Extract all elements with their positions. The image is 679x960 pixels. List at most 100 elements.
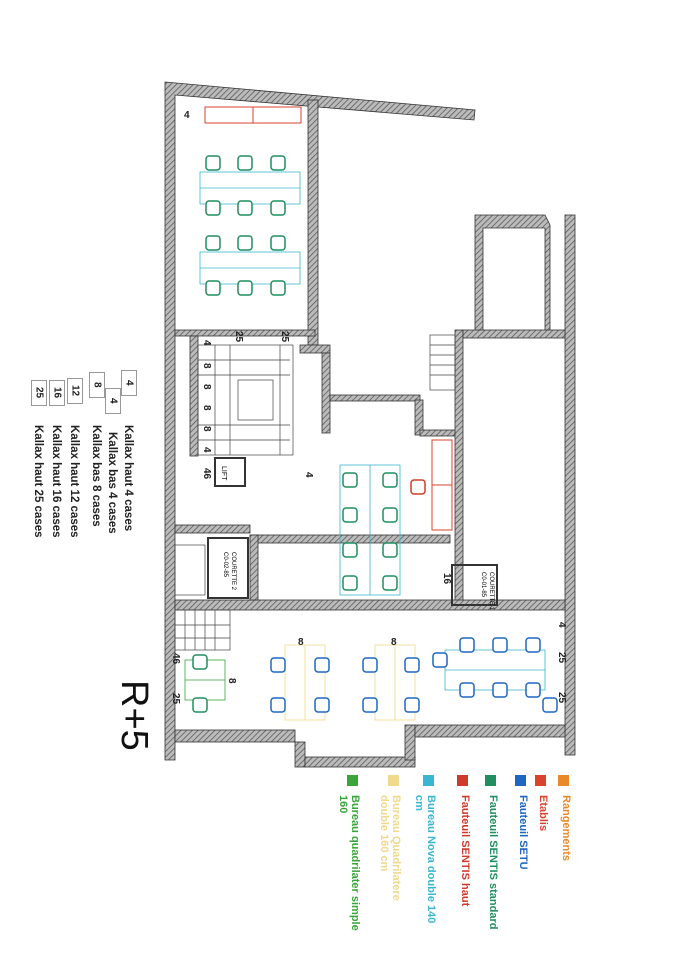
legend-label: Bureau quadrilater simple 160: [337, 795, 361, 931]
etablis: [204, 106, 453, 531]
chair-icon: [459, 682, 475, 698]
chair-icon: [342, 507, 358, 523]
chair-icon: [404, 697, 420, 713]
legend-label: Rangements: [560, 795, 572, 862]
chairs: [192, 155, 558, 713]
kallax-legend-label: Kallax haut 16 cases: [50, 425, 62, 538]
legend-swatch: [388, 775, 399, 786]
legend-swatch: [485, 775, 496, 786]
kallax-legend-label: Kallax haut 12 cases: [68, 425, 80, 538]
kallax-legend-label: Kallax bas 4 cases: [106, 432, 118, 534]
chair-icon: [205, 235, 221, 251]
desks: [184, 171, 546, 721]
kallax-icon: 4: [105, 388, 121, 414]
chair-icon: [237, 200, 253, 216]
kallax-count: 12: [69, 385, 81, 397]
legend-swatch: [535, 775, 546, 786]
chair-icon: [382, 507, 398, 523]
kallax-mark: 8: [298, 637, 304, 648]
chair-icon: [382, 542, 398, 558]
courette-2-label: COURETTE 2: [230, 552, 236, 591]
chair-icon: [410, 479, 426, 495]
kallax-mark: 8: [201, 363, 212, 369]
kallax-mark: 46: [170, 653, 181, 665]
kallax-mark: 8: [226, 678, 237, 684]
chair-icon: [270, 200, 286, 216]
chair-icon: [270, 657, 286, 673]
kallax-legend-label: Kallax bas 8 cases: [90, 425, 102, 527]
chair-icon: [270, 155, 286, 171]
legend-swatch: [515, 775, 526, 786]
chair-icon: [362, 657, 378, 673]
chair-icon: [205, 155, 221, 171]
chair-icon: [205, 200, 221, 216]
kallax-count: 25: [33, 387, 45, 399]
legend-label: Etablis: [537, 795, 549, 832]
kallax-legend-label: Kallax haut 25 cases: [32, 425, 44, 538]
chair-icon: [192, 654, 208, 670]
legend-label: Bureau Nova double 140 cm: [413, 795, 437, 924]
chair-icon: [525, 637, 541, 653]
courette-1-label: COURETTE 1: [488, 572, 494, 611]
chair-icon: [237, 280, 253, 296]
chair-icon: [270, 235, 286, 251]
chair-icon: [342, 575, 358, 591]
courette-1-code: C0-01-85: [480, 572, 486, 598]
chair-icon: [270, 697, 286, 713]
chair-icon: [270, 280, 286, 296]
kallax-mark: 25: [556, 652, 567, 664]
kallax-mark: 4: [303, 472, 314, 478]
kallax-legend-label: Kallax haut 4 cases: [122, 425, 134, 532]
kallax-icon: 16: [49, 380, 65, 406]
level-title: R+5: [113, 680, 155, 751]
kallax-icon: 12: [67, 378, 83, 404]
chair-icon: [342, 472, 358, 488]
kallax-mark: 4: [184, 110, 190, 121]
kallax-icon: 4: [121, 370, 137, 396]
kallax-mark: 25: [170, 693, 181, 705]
kallax-mark: 16: [441, 573, 452, 585]
kallax-icon: 8: [89, 372, 105, 398]
kallax-mark: 25: [233, 331, 244, 343]
lift-room: LIFT: [214, 457, 246, 487]
chair-icon: [382, 575, 398, 591]
chair-icon: [459, 637, 475, 653]
chair-icon: [404, 657, 420, 673]
legend-swatch: [457, 775, 468, 786]
chair-icon: [205, 280, 221, 296]
kallax-count: 4: [107, 398, 119, 404]
chair-icon: [492, 637, 508, 653]
kallax-mark: 8: [201, 405, 212, 411]
chair-icon: [192, 697, 208, 713]
chair-icon: [314, 697, 330, 713]
kallax-mark: 46: [201, 468, 212, 480]
legend-swatch: [558, 775, 569, 786]
chair-icon: [237, 235, 253, 251]
legend-label: Fauteuil SENTIS standard: [487, 795, 499, 930]
kallax-mark: 4: [201, 447, 212, 453]
courette-2: COURETTE 2 C0-02-85: [207, 537, 249, 599]
chair-icon: [542, 697, 558, 713]
chair-icon: [432, 652, 448, 668]
legend-label: Fauteuil SENTIS haut: [459, 795, 471, 907]
chair-icon: [362, 697, 378, 713]
kallax-mark: 8: [391, 637, 397, 648]
legend-label: Fauteuil SETU: [517, 795, 529, 870]
kallax-count: 8: [91, 382, 103, 388]
courette-1: COURETTE 1 C0-01-85: [451, 564, 498, 611]
chair-icon: [237, 155, 253, 171]
legend-swatch: [423, 775, 434, 786]
kallax-count: 4: [123, 380, 135, 386]
kallax-mark: 25: [279, 331, 290, 343]
stairs: [174, 334, 456, 651]
legend-label: Bureau Quadrilatere double 160 cm: [378, 795, 402, 901]
kallax-mark: 8: [201, 426, 212, 432]
kallax-mark: 4: [201, 340, 212, 346]
kallax-mark: 25: [556, 692, 567, 704]
courette-2-code: C0-02-85: [222, 552, 228, 578]
lift-label: LIFT: [220, 466, 227, 481]
legend-swatch: [347, 775, 358, 786]
chair-icon: [382, 472, 398, 488]
kallax-count: 16: [51, 387, 63, 399]
